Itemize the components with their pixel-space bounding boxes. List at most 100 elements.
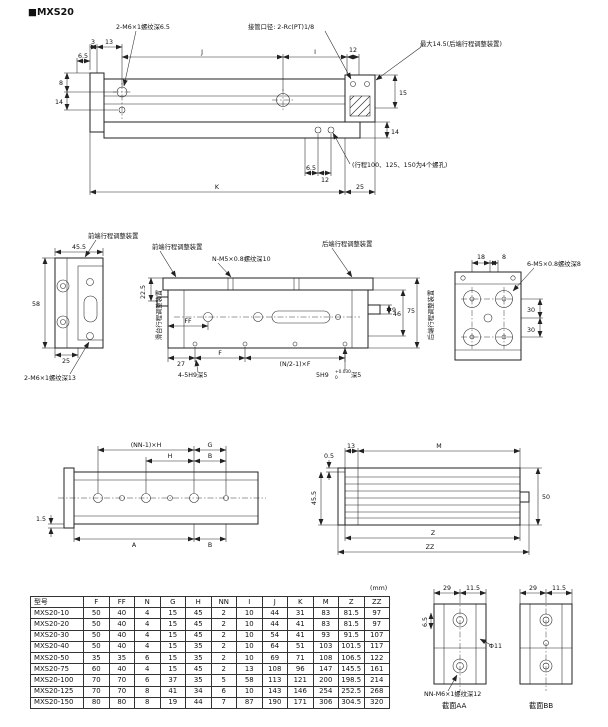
model-cell: MXS20-10 [30, 607, 84, 620]
value-cell: 15 [159, 607, 186, 620]
value-cell: 147 [312, 663, 339, 676]
value-cell: 106.5 [338, 651, 365, 665]
value-cell: 35 [185, 640, 212, 653]
value-cell: 5 [210, 674, 237, 687]
dim-label-B-top: B [208, 453, 212, 460]
value-cell: 97 [363, 607, 390, 620]
thread-note-6-m5: 6-M5×0.8螺纹深8 [527, 259, 581, 268]
dim-label-ZZ: ZZ [426, 544, 435, 551]
top-view-details [104, 81, 371, 134]
value-cell: 320 [363, 696, 390, 709]
value-cell: 91.5 [338, 629, 365, 642]
value-cell: 40 [108, 618, 135, 631]
dim-label-8-rear: 8 [502, 254, 506, 261]
value-cell: 2 [210, 607, 237, 620]
value-cell: 10 [236, 607, 263, 620]
value-cell: 44 [261, 607, 288, 620]
side-view: 前端行程调整装置 N-M5×0.8螺纹深10 后端行程调整装置 22.5 滑台行… [140, 239, 420, 381]
model-cell: MXS20-50 [30, 651, 84, 665]
value-cell: 10 [236, 685, 263, 698]
top-view-centerlines [113, 83, 294, 119]
value-cell: 87 [236, 696, 263, 709]
value-cell: 96 [287, 663, 314, 676]
value-cell: 69 [261, 651, 288, 665]
value-cell: 8 [134, 685, 161, 698]
front-end-dimensions [42, 239, 104, 375]
dim-label-58: 58 [32, 301, 40, 308]
pin-hole2-tolerance-sup: +0.030 [335, 369, 351, 375]
rear-end-details [455, 275, 521, 351]
value-cell: 31 [287, 607, 314, 620]
value-cell: 113 [261, 674, 288, 687]
dim-label-50: 50 [542, 494, 550, 501]
front-adjuster-note-end-view: 前端行程调整装置 [88, 231, 138, 240]
value-cell: 97 [363, 618, 390, 631]
value-cell: 198.5 [338, 674, 365, 687]
bottom-mounting-view: (NN-1)×H G H B A B 1.5 [36, 442, 266, 549]
dim-label-11-5-aa: 11.5 [466, 585, 480, 592]
value-cell: 108 [261, 663, 288, 676]
value-cell: 161 [363, 663, 390, 676]
value-cell: 2 [210, 618, 237, 631]
value-cell: 45 [185, 663, 212, 676]
pin-hole2-note-b: 深5 [351, 370, 361, 379]
dim-label-18: 18 [477, 254, 485, 261]
value-cell: 10 [236, 640, 263, 653]
dim-label-45-5-section: 45.5 [311, 491, 318, 505]
rear-end-dimensions [471, 260, 543, 338]
value-cell: 81.5 [338, 607, 365, 620]
dim-label-Z: Z [431, 530, 436, 537]
dim-label-11-5-bb: 11.5 [552, 585, 566, 592]
section-outline [337, 467, 530, 526]
side-view-dimensions [148, 247, 420, 373]
value-cell: 60 [83, 663, 110, 676]
slide-table-vertical-label: 滑台行程调整装置 [154, 290, 163, 340]
value-cell: 15 [159, 618, 186, 631]
value-cell: 50 [83, 640, 110, 653]
value-cell: 2 [210, 651, 237, 665]
section-aa: 29 11.5 6.5 NN-M6×1螺纹深12 截面AA [422, 585, 487, 710]
value-cell: 7 [210, 696, 237, 709]
dim-label-6-5-bottom: 6.5 [306, 165, 316, 172]
value-cell: 122 [363, 651, 390, 665]
value-cell: 35 [83, 651, 110, 665]
dim-label-27: 27 [177, 361, 185, 368]
column-header: M [312, 595, 339, 609]
value-cell: 107 [363, 629, 390, 642]
value-cell: 93 [312, 629, 339, 642]
dim-label-phi11: Φ11 [489, 643, 502, 650]
dim-label-29-bb: 29 [529, 585, 537, 592]
value-cell: 4 [134, 607, 161, 620]
value-cell: 10 [236, 618, 263, 631]
column-header: F [83, 595, 110, 609]
dim-label-9: 9 [392, 307, 396, 314]
units-note: (mm) [370, 585, 387, 592]
dim-label-6-5-aa: 6.5 [422, 617, 429, 627]
column-header: I [236, 595, 263, 609]
dim-label-25-front: 25 [62, 358, 70, 365]
model-cell: MXS20-150 [30, 696, 84, 709]
value-cell: 70 [108, 685, 135, 698]
value-cell: 54 [261, 629, 288, 642]
dim-label-G: G [208, 442, 213, 449]
value-cell: 2 [210, 663, 237, 676]
thread-note-nn-m6: NN-M6×1螺纹深12 [424, 689, 481, 698]
front-end-outline [54, 257, 104, 349]
model-cell: MXS20-125 [30, 685, 84, 698]
section-profile-lines [338, 468, 520, 525]
dim-label-nn-h: (NN-1)×H [131, 442, 162, 449]
pin-hole2-note-a: 5H9 [316, 372, 329, 379]
value-cell: 83 [312, 607, 339, 620]
value-cell: 190 [261, 696, 288, 709]
rear-adjuster-vertical-label: 后端行程调整装置 [426, 290, 435, 340]
column-header: H [185, 595, 212, 609]
value-cell: 81.5 [338, 618, 365, 631]
value-cell: 171 [287, 696, 314, 709]
dim-label-0-5: 0.5 [324, 453, 334, 460]
value-cell: 71 [287, 651, 314, 665]
